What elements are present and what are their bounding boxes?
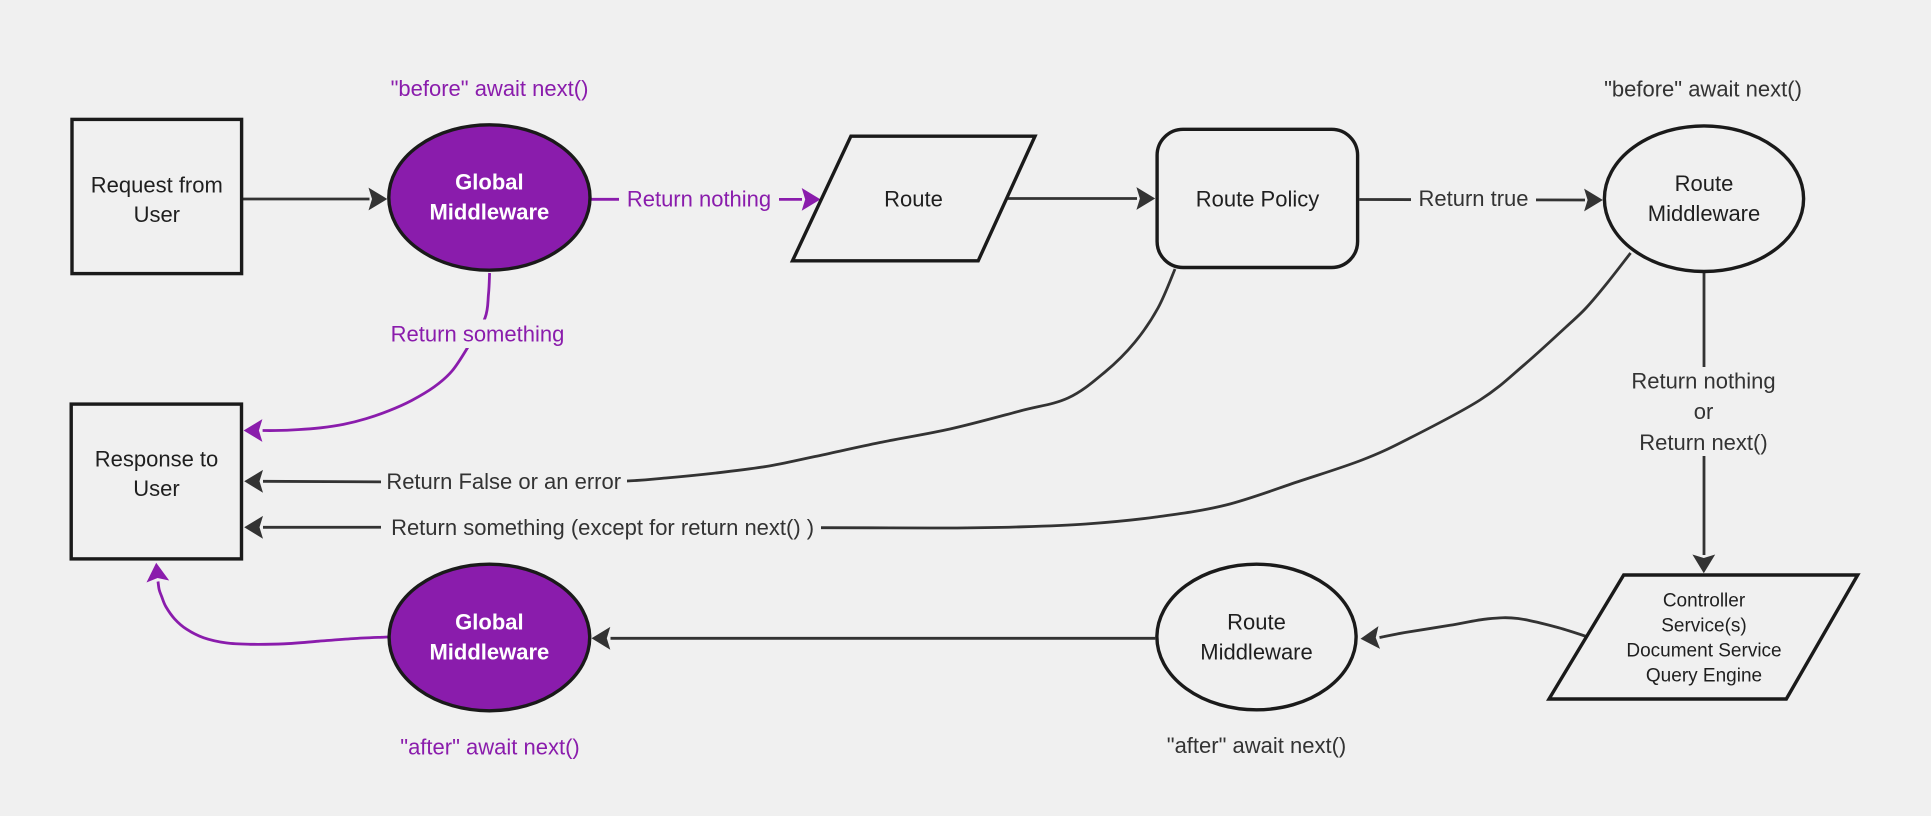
svg-text:Controller: Controller <box>1663 591 1746 612</box>
svg-text:"before" await next(): "before" await next() <box>391 76 589 101</box>
svg-text:Document Service: Document Service <box>1626 641 1781 662</box>
svg-text:Request from: Request from <box>91 173 223 198</box>
svg-text:Service(s): Service(s) <box>1661 616 1747 637</box>
svg-text:Route: Route <box>884 186 943 211</box>
svg-text:Middleware: Middleware <box>1648 201 1761 226</box>
svg-text:Route: Route <box>1227 609 1286 634</box>
svg-text:Return nothing: Return nothing <box>1631 369 1775 394</box>
svg-text:Return true: Return true <box>1418 186 1528 211</box>
svg-text:Response to: Response to <box>95 447 219 472</box>
svg-text:Middleware: Middleware <box>429 200 549 225</box>
svg-text:Route Policy: Route Policy <box>1196 186 1320 211</box>
svg-text:Return False or an error: Return False or an error <box>386 469 621 494</box>
svg-text:User: User <box>134 202 180 227</box>
svg-text:Return something: Return something <box>391 322 565 347</box>
svg-text:User: User <box>133 476 179 501</box>
svg-text:Query Engine: Query Engine <box>1646 666 1762 687</box>
svg-text:"after" await next(): "after" await next() <box>400 735 579 760</box>
svg-text:"before" await next(): "before" await next() <box>1604 77 1802 102</box>
svg-text:"after" await next(): "after" await next() <box>1167 733 1346 758</box>
svg-text:Global: Global <box>455 610 523 635</box>
svg-text:Return nothing: Return nothing <box>627 187 771 212</box>
svg-text:Global: Global <box>455 170 523 195</box>
svg-text:Middleware: Middleware <box>429 640 549 665</box>
svg-text:Middleware: Middleware <box>1200 639 1313 664</box>
svg-text:or: or <box>1694 399 1714 424</box>
svg-text:Route: Route <box>1675 171 1734 196</box>
svg-text:Return something (except for r: Return something (except for return next… <box>391 515 814 540</box>
svg-text:Return next(): Return next() <box>1639 430 1767 455</box>
